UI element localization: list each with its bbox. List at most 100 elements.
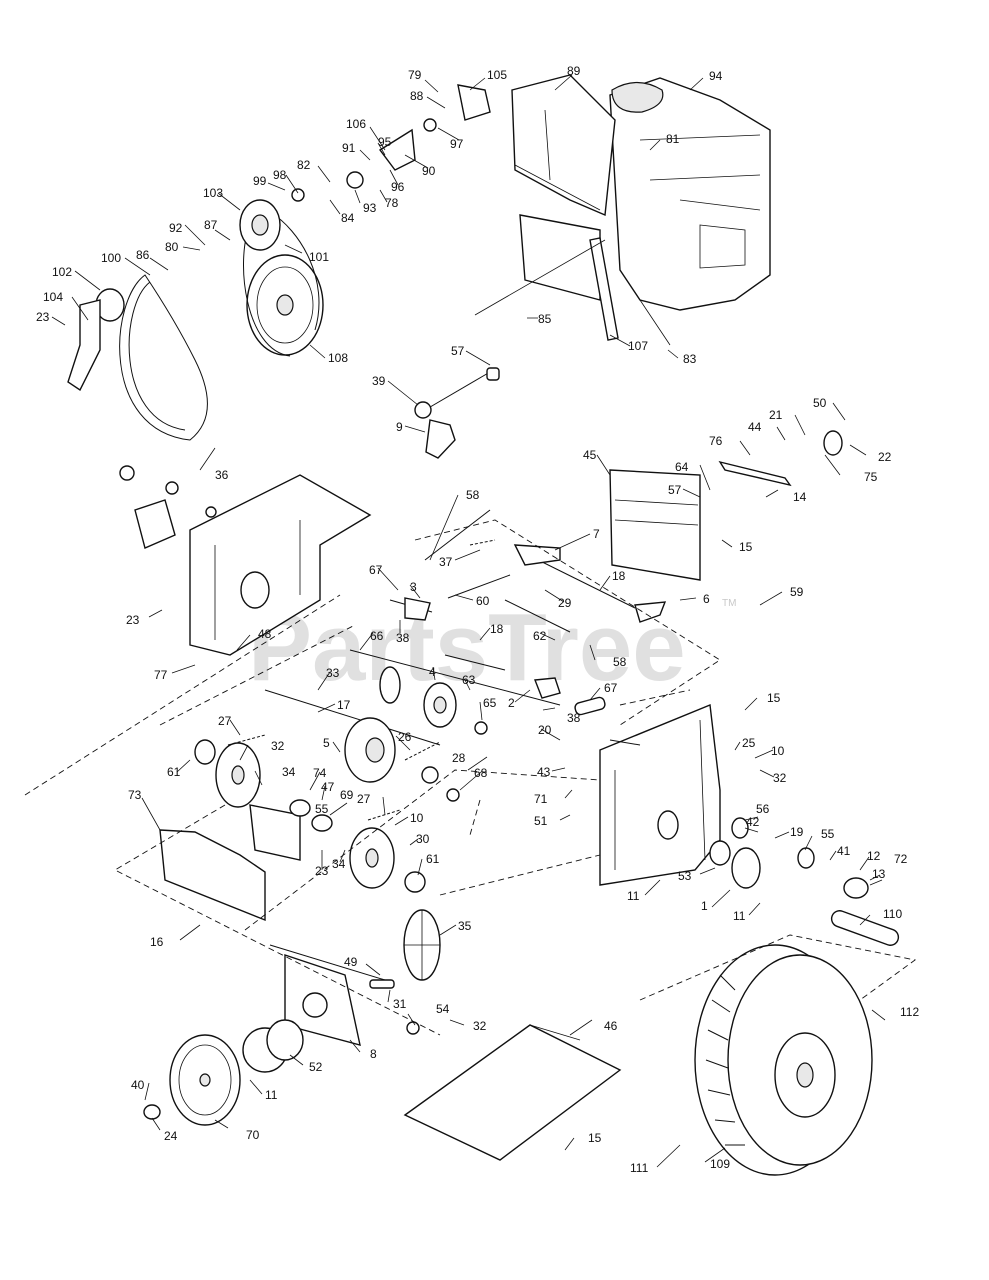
callout-23-mid: 23 — [126, 613, 140, 627]
callout-41: 41 — [837, 844, 851, 858]
callout-16: 16 — [150, 935, 164, 949]
callout-66: 66 — [370, 629, 384, 643]
callout-34-low: 34 — [332, 857, 346, 871]
callout-72: 72 — [894, 852, 908, 866]
callout-32-right: 10 — [771, 744, 785, 758]
callout-11-a: 11 — [627, 889, 640, 903]
callout-47: 47 — [321, 780, 335, 794]
left-sprocket-group — [159, 734, 426, 922]
callout-75: 75 — [864, 470, 878, 484]
callout-91: 91 — [342, 141, 356, 155]
callout-86: 86 — [136, 248, 150, 262]
callout-42: 42 — [746, 815, 760, 829]
callout-11-c: 11 — [265, 1088, 278, 1102]
callout-52: 52 — [309, 1060, 323, 1074]
callout-12: 12 — [867, 849, 881, 863]
callout-30: 30 — [416, 832, 430, 846]
right-frame-group — [599, 704, 900, 946]
callout-64: 64 — [675, 460, 689, 474]
callout-22: 22 — [878, 450, 892, 464]
callout-82: 82 — [297, 158, 311, 172]
callout-26: 26 — [398, 730, 412, 744]
callout-110: 110 — [883, 907, 902, 921]
callout-2: 2 — [508, 696, 515, 710]
callout-17: 17 — [337, 698, 351, 712]
callout-54: 54 — [436, 1002, 450, 1016]
callout-85: 85 — [538, 312, 552, 326]
callout-73: 73 — [128, 788, 142, 802]
arm-6 — [634, 601, 667, 623]
callout-89: 89 — [567, 64, 581, 78]
callout-33: 33 — [326, 666, 340, 680]
callout-27-mid: 27 — [357, 792, 371, 806]
wheel-109 — [694, 944, 873, 1176]
callout-31: 31 — [393, 997, 407, 1011]
callout-15-mid: 15 — [767, 691, 781, 705]
callout-19: 19 — [790, 825, 804, 839]
callout-38-top: 38 — [396, 631, 410, 645]
callout-81: 81 — [666, 132, 680, 146]
callout-10-left: 32 — [271, 739, 285, 753]
axle-110 — [830, 910, 900, 946]
callout-53: 53 — [678, 869, 692, 883]
callout-32-low: 32 — [473, 1019, 487, 1033]
callout-29: 29 — [558, 596, 572, 610]
bracket-2 — [534, 677, 561, 699]
callout-36: 36 — [215, 468, 229, 482]
callout-56: 56 — [756, 802, 770, 816]
callout-98: 98 — [273, 168, 287, 182]
callout-99: 99 — [253, 174, 267, 188]
callout-93: 93 — [363, 201, 377, 215]
callout-20: 20 — [538, 723, 552, 737]
callout-39: 39 — [372, 374, 386, 388]
callout-87: 87 — [204, 218, 218, 232]
callout-48: 48 — [258, 627, 272, 641]
callout-102: 102 — [52, 265, 72, 279]
callout-94: 94 — [709, 69, 723, 83]
cover-46 — [403, 1024, 622, 1161]
callout-69: 69 — [340, 788, 354, 802]
callout-57-mid: 57 — [668, 483, 682, 497]
callout-55-right: 55 — [821, 827, 835, 841]
callout-61-left: 61 — [167, 765, 181, 779]
bracket-76 — [718, 460, 792, 487]
engine-mount-plate — [519, 214, 601, 301]
hub-52b — [266, 1019, 304, 1061]
bracket-104 — [67, 299, 101, 392]
callout-46: 46 — [604, 1019, 618, 1033]
callout-111: 111 — [630, 1161, 649, 1175]
callout-83: 83 — [683, 352, 697, 366]
callout-15-top: 15 — [739, 540, 753, 554]
callout-63: 63 — [462, 673, 476, 687]
bottom-drive-group — [143, 909, 622, 1161]
callout-62: 62 — [533, 629, 547, 643]
callout-55-left: 55 — [315, 802, 329, 816]
callout-78: 78 — [385, 196, 399, 210]
callout-5: 5 — [323, 736, 330, 750]
callout-88: 88 — [410, 89, 424, 103]
callout-9: 9 — [396, 420, 403, 434]
callout-18-top: 18 — [612, 569, 626, 583]
callout-100: 100 — [101, 251, 121, 265]
belt-pulley-group — [67, 84, 491, 441]
callout-60: 60 — [476, 594, 490, 608]
callout-34-top: 34 — [282, 765, 296, 779]
callout-10-mid: 10 — [410, 811, 424, 825]
callout-61-mid: 61 — [426, 852, 440, 866]
bracket-105 — [457, 84, 491, 121]
callout-40: 40 — [131, 1078, 145, 1092]
callout-68: 68 — [474, 766, 488, 780]
callout-95: 95 — [378, 135, 392, 149]
callout-71: 71 — [534, 792, 548, 806]
callout-1: 1 — [701, 899, 708, 913]
callout-59: 59 — [790, 585, 804, 599]
callout-106: 106 — [346, 117, 366, 131]
bracket-90 — [378, 128, 416, 171]
callout-109: 109 — [710, 1157, 730, 1171]
callout-24: 24 — [164, 1129, 178, 1143]
callout-37: 37 — [439, 555, 453, 569]
callout-74: 74 — [313, 766, 327, 780]
panel-45 — [609, 469, 701, 581]
callout-112: 112 — [900, 1005, 919, 1019]
